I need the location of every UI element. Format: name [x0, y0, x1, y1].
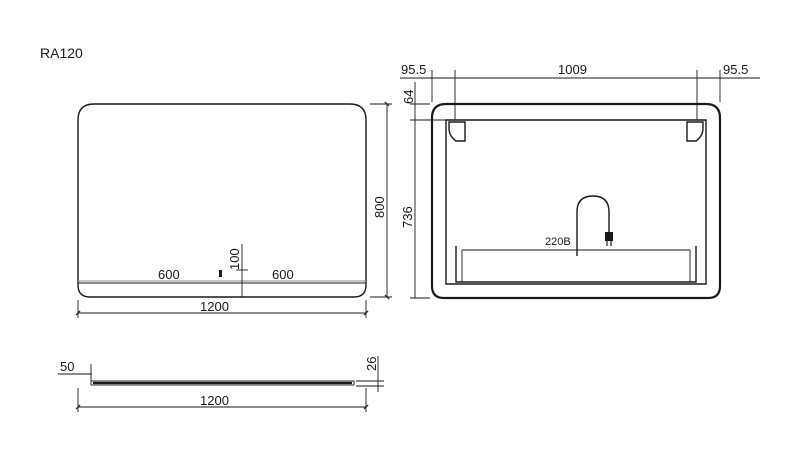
left-margin-label: 95.5 [401, 62, 426, 77]
hanger-left-icon [448, 121, 466, 142]
back-mirror-outline [430, 102, 722, 300]
back-height-label: 736 [400, 206, 415, 228]
hanger-right-icon [686, 121, 704, 142]
back-view: 220В 95.5 1009 95.5 64 736 [400, 62, 760, 300]
front-width-label: 1200 [200, 299, 229, 314]
side-width-label: 1200 [200, 393, 229, 408]
half-left-label: 600 [158, 267, 180, 282]
front-view: 100 600 600 1200 800 [75, 101, 392, 318]
front-mirror-outline [77, 103, 367, 298]
model-title: RA120 [40, 45, 83, 61]
led-strip-housing [455, 246, 697, 283]
touch-switch-icon [219, 270, 222, 277]
top-offset-label: 64 [401, 90, 416, 104]
led-strip-inner [461, 249, 691, 282]
voltage-label: 220В [545, 236, 571, 248]
power-cable [576, 195, 610, 256]
side-view: 50 26 1200 [58, 356, 384, 412]
half-right-label: 600 [272, 267, 294, 282]
back-inner-frame [445, 119, 707, 285]
power-plug-icon [605, 232, 613, 241]
switch-offset-label: 100 [227, 248, 242, 270]
thickness-label: 26 [364, 357, 379, 371]
edge-label: 50 [60, 359, 74, 374]
front-height-label: 800 [372, 196, 387, 218]
middle-width-label: 1009 [558, 62, 587, 77]
right-margin-label: 95.5 [723, 62, 748, 77]
side-profile-outline [90, 380, 355, 386]
